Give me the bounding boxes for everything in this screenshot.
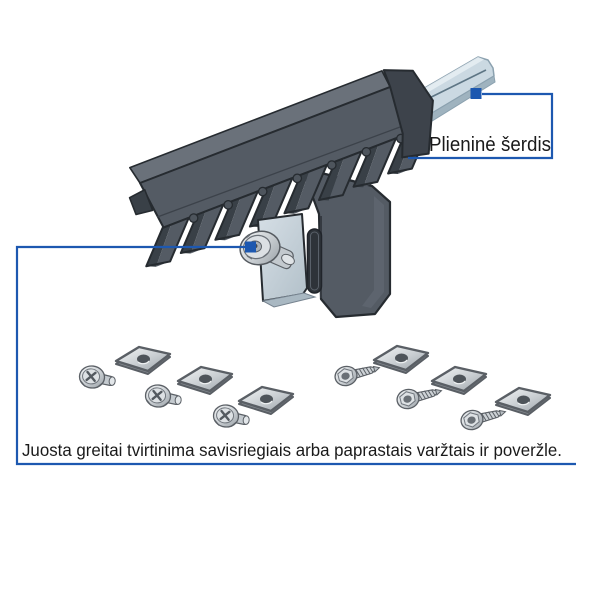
arm-slot <box>306 228 323 294</box>
callout-steel-core: Plieninė šerdis <box>408 88 554 160</box>
bolt-shank-cap <box>281 253 295 266</box>
hex-bolt-icon <box>143 382 184 411</box>
arm-slot-inner <box>310 231 319 291</box>
fastening-note-label: Juosta greitai tvirtinima savisriegiais … <box>22 440 562 460</box>
bolt-hex-facets <box>245 234 269 260</box>
callout-steel-core-line <box>408 92 554 160</box>
hex-bolt-icon <box>77 363 118 392</box>
steel-core-label: Plieninė šerdis <box>429 134 551 156</box>
square-washer-icon <box>176 365 234 396</box>
square-washer-icon <box>114 345 172 376</box>
callout-fastening: Juosta greitai tvirtinima savisriegiais … <box>15 241 576 466</box>
bracket-bolt <box>239 230 295 270</box>
hardware-left-group <box>77 345 295 431</box>
bracket-plate-fold <box>261 292 317 308</box>
hex-bolt-icon <box>211 402 252 431</box>
rack-end-face <box>382 69 434 159</box>
hardware-right-group <box>332 344 552 433</box>
callout-steel-core-marker <box>470 88 482 99</box>
square-washer-icon <box>237 385 295 416</box>
arm-bevel-highlight <box>362 196 384 308</box>
callout-fastening-marker <box>245 241 256 253</box>
gear-rack <box>128 69 444 272</box>
rack-belt-line <box>157 123 409 218</box>
rack-left-tab <box>128 188 154 216</box>
square-washer-icon <box>372 344 430 375</box>
callout-fastening-line <box>15 245 576 466</box>
rack-mounting-arm <box>300 166 392 319</box>
